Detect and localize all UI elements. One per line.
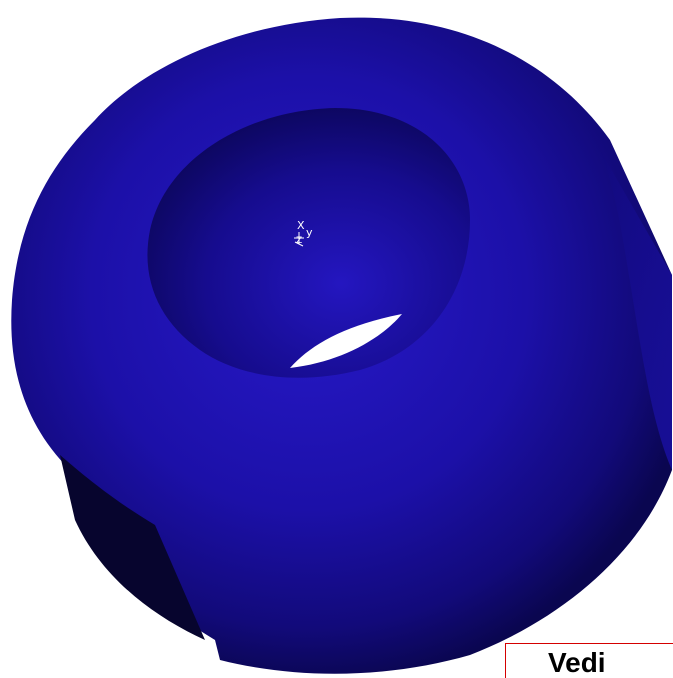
through-hole: [290, 314, 402, 368]
view-label: Vedi: [548, 647, 606, 678]
flat-cut-face: [60, 455, 205, 640]
axis-x-label: X: [297, 219, 305, 232]
axis-triad-icon: [294, 232, 304, 247]
view-label-box[interactable]: Vedi: [505, 643, 673, 678]
axis-z-label: Z: [296, 236, 303, 246]
axis-triad: X y Z: [292, 220, 322, 252]
ring-inner-bore: [147, 108, 470, 378]
ring-side-edge: [600, 150, 672, 470]
axis-y-label: y: [306, 226, 313, 239]
